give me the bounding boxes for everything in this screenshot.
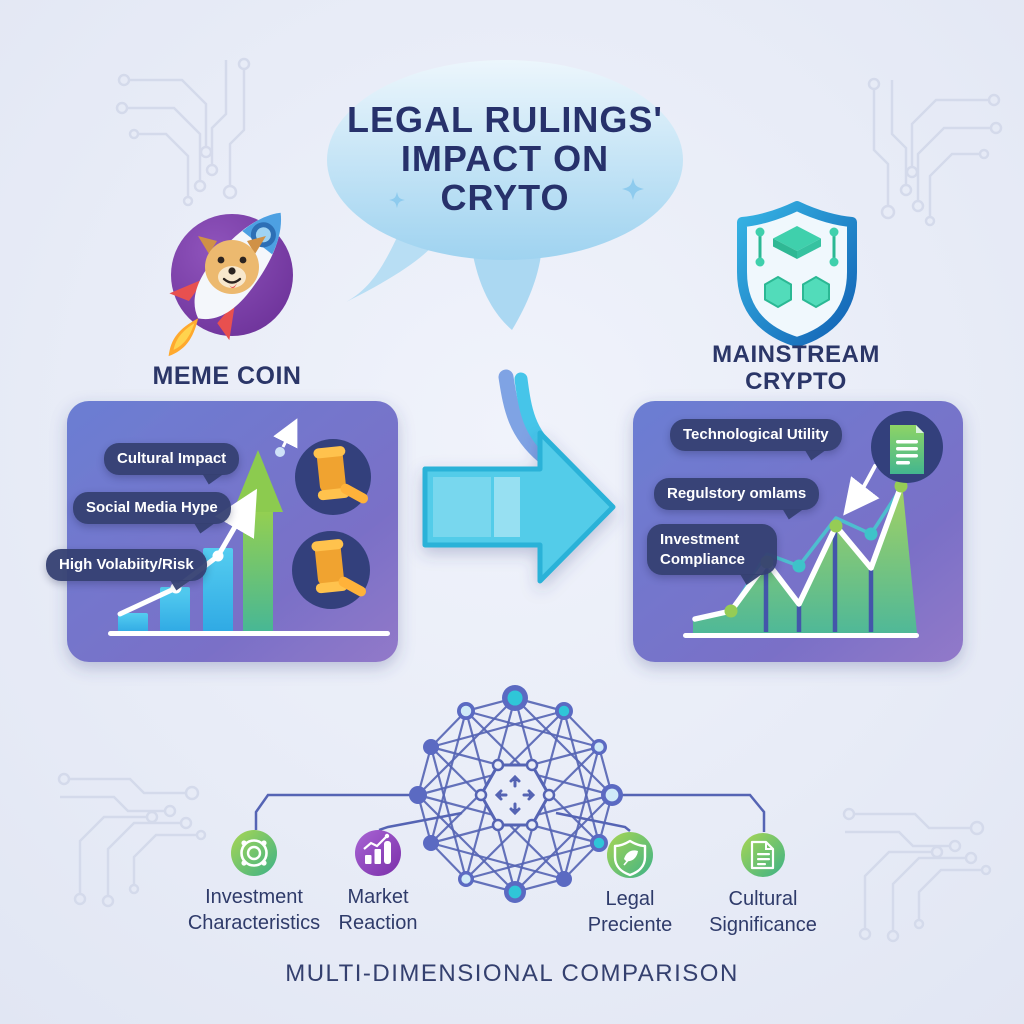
footer-label-market-reaction: Market Reaction xyxy=(338,886,418,934)
meme-coin-label: MEME COIN xyxy=(152,362,302,390)
title-speech-bubble xyxy=(327,60,683,330)
mainstream-crypto-label: MAINSTREAM CRYPTO xyxy=(712,341,880,395)
document-badge xyxy=(871,411,943,483)
comparison-caption: MULTI-DIMENSIONAL COMPARISON xyxy=(285,960,739,987)
line-dot xyxy=(724,604,738,618)
title-line: IMPACT ON xyxy=(400,138,610,179)
circuit-pattern-top-left xyxy=(115,57,251,207)
footer-icon-investment-characteristics xyxy=(231,830,277,876)
bar xyxy=(203,548,233,633)
network-nodes xyxy=(409,685,623,903)
footer-icon-legal-preciente xyxy=(607,832,653,878)
alt-dot xyxy=(864,527,878,541)
gavel-badge xyxy=(295,439,371,515)
mainstream-crypto-panel xyxy=(633,401,963,662)
footer-icon-market-reaction xyxy=(355,830,401,876)
bar xyxy=(118,613,148,633)
shield-check-icon xyxy=(613,839,647,877)
tag-cultural-impact: Cultural Impact xyxy=(104,443,240,475)
footer-icon-cultural-significance xyxy=(741,833,785,877)
gavel-badge xyxy=(292,531,370,609)
sparkle-icon xyxy=(389,192,405,208)
line-dot xyxy=(829,519,843,533)
title-line: LEGAL RULINGS' xyxy=(347,99,663,140)
sparkle-icon xyxy=(622,178,644,200)
trend-dot xyxy=(212,550,224,562)
tag-technological-utility: Technological Utility xyxy=(670,419,842,451)
footer-label-investment-characteristics: Investment Characteristics xyxy=(187,886,321,934)
circuit-pattern-top-right xyxy=(867,77,1003,227)
doge-face-icon xyxy=(198,236,266,294)
blockchain-node-icon xyxy=(474,758,556,832)
tag-social-media-hype: Social Media Hype xyxy=(73,492,231,524)
mainstream-growth-chart xyxy=(683,464,919,638)
chart-baseline xyxy=(108,631,390,636)
transition-arrow xyxy=(422,369,616,584)
bar xyxy=(160,587,190,633)
area-fill xyxy=(693,482,917,633)
shield-cubes-icon xyxy=(737,201,857,347)
comparison-network xyxy=(254,685,766,903)
document-icon xyxy=(750,840,775,870)
token-icon xyxy=(240,839,268,867)
meme-coin-panel xyxy=(67,401,398,662)
title-line: CRYTO xyxy=(440,177,570,218)
tag-investment-compliance: Investment Compliance xyxy=(647,524,777,575)
footer-label-cultural-significance: Cultural Significance xyxy=(709,888,817,936)
mini-arrow-icon xyxy=(273,418,298,457)
chart-baseline xyxy=(683,633,919,638)
tag-regulatory: Regulstory omlams xyxy=(654,478,820,510)
circuit-pattern-bottom-right xyxy=(842,807,992,943)
tag-high-volatility-risk: High Volabiity/Risk xyxy=(46,549,207,581)
bar-chart-icon xyxy=(363,833,391,864)
page-title: LEGAL RULINGS' IMPACT ON CRYTO xyxy=(315,100,695,217)
alt-dot xyxy=(792,559,806,573)
footer-label-legal-preciente: Legal Preciente xyxy=(587,888,673,936)
down-arrow-icon xyxy=(843,464,880,516)
doge-rocket-icon xyxy=(168,212,293,357)
